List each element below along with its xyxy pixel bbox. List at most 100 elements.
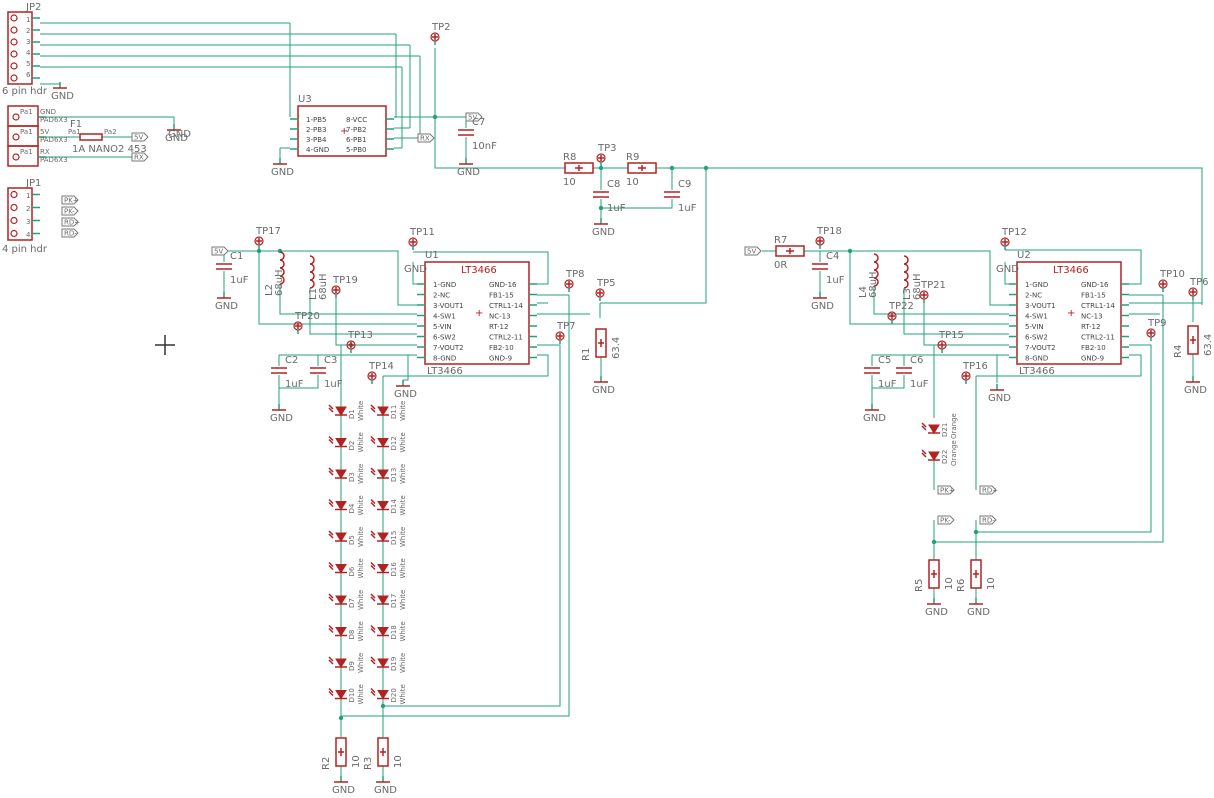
ic-pin-label: FB2-10 bbox=[489, 344, 514, 352]
led-triangle bbox=[377, 469, 389, 479]
ic-pin-label: FB2-10 bbox=[1081, 344, 1106, 352]
wire bbox=[412, 262, 417, 285]
ic-pin-label: 1-PB5 bbox=[306, 116, 326, 124]
capacitor-value: 1uF bbox=[878, 379, 897, 390]
led-arrow bbox=[370, 501, 376, 508]
led-name: D12 bbox=[390, 436, 398, 450]
ic-pin-label: 5-VIN bbox=[433, 323, 452, 331]
led-arrow bbox=[328, 596, 334, 602]
capacitor-value: 1uF bbox=[324, 379, 343, 390]
inductor-coil bbox=[309, 279, 315, 289]
wire bbox=[1005, 249, 1142, 285]
jp1-footprint: 4 pin hdr bbox=[2, 244, 48, 255]
led-value: White bbox=[399, 464, 407, 484]
wire bbox=[976, 344, 1152, 533]
ic-pin-label: 8-GND bbox=[1025, 355, 1048, 363]
resistor-body bbox=[595, 328, 607, 358]
led-triangle bbox=[377, 627, 389, 637]
led-name: D5 bbox=[348, 535, 356, 545]
ic-pin-label: CTRL1-14 bbox=[489, 302, 523, 310]
net-flag-label: PK- bbox=[940, 517, 951, 525]
led-name: D20 bbox=[390, 688, 398, 702]
ic-pin-label: RT-12 bbox=[489, 323, 508, 331]
led-name: D3 bbox=[348, 472, 356, 482]
led-arrow bbox=[921, 422, 927, 428]
led-value: White bbox=[399, 495, 407, 515]
led-value: White bbox=[357, 558, 365, 578]
led-arrow bbox=[328, 470, 334, 476]
led-value: Orange bbox=[950, 440, 958, 466]
led-arrow bbox=[370, 627, 376, 634]
capacitor-name: C8 bbox=[607, 179, 620, 190]
wire bbox=[600, 199, 673, 209]
net-flag-rd-minus bbox=[61, 228, 79, 238]
ic-pin-label: 5-VIN bbox=[1025, 323, 1044, 331]
gnd-label: GND bbox=[215, 301, 238, 312]
net-flag-5v-u1 bbox=[211, 246, 229, 256]
jp2-pin-num: 4 bbox=[26, 49, 31, 57]
resistor-body bbox=[970, 559, 982, 589]
header-pin bbox=[10, 74, 18, 82]
capacitor-value: 1uF bbox=[607, 203, 626, 214]
capacitor-value: 1uF bbox=[678, 203, 697, 214]
led-arrow bbox=[370, 470, 376, 476]
resistor-value: 63.4 bbox=[1203, 334, 1214, 356]
resistor-value: 10 bbox=[986, 577, 997, 590]
led-arrow bbox=[328, 501, 334, 508]
jp2-pin-num: 6 bbox=[26, 71, 31, 79]
led-arrow bbox=[370, 564, 376, 571]
led-arrow bbox=[328, 624, 334, 631]
led-arrow bbox=[370, 690, 376, 697]
led-triangle bbox=[335, 406, 347, 416]
resistor-body bbox=[627, 162, 657, 174]
inductor-name: L3 bbox=[902, 288, 913, 300]
header-body bbox=[7, 187, 33, 241]
led-name: D15 bbox=[390, 531, 398, 545]
led-name: D9 bbox=[348, 661, 356, 671]
resistor-value: 10 bbox=[944, 577, 955, 590]
net-flag-label: PK- bbox=[64, 208, 75, 216]
pad-ref: Pa1 bbox=[20, 108, 33, 116]
led-arrow bbox=[328, 593, 334, 599]
led-name: D1 bbox=[348, 409, 356, 419]
jp1-pin-num: 1 bbox=[26, 192, 30, 200]
capacitor-value: 1uF bbox=[230, 275, 249, 286]
led-arrow bbox=[370, 404, 376, 410]
ic-pin-label: 1-GND bbox=[1025, 281, 1048, 289]
led-arrow bbox=[328, 561, 334, 568]
gnd-label: GND bbox=[1184, 385, 1207, 396]
ic-center-mark: + bbox=[1067, 308, 1075, 319]
ic-pin-label: NC-13 bbox=[1081, 313, 1103, 321]
net-flag-label: 5V bbox=[134, 134, 143, 142]
ic-pin-label: NC-13 bbox=[489, 313, 511, 321]
led-triangle bbox=[377, 564, 389, 574]
net-flag-label: 5V bbox=[214, 248, 223, 256]
pad-gnd-label: GND bbox=[168, 129, 191, 140]
inductor-value: 68uH bbox=[868, 271, 879, 298]
resistor-name: R1 bbox=[581, 348, 592, 361]
inductor-coil bbox=[873, 253, 879, 263]
header-pin bbox=[10, 14, 18, 22]
led-value: White bbox=[357, 432, 365, 452]
led-arrow bbox=[328, 404, 334, 410]
header-pin bbox=[10, 229, 18, 238]
jp1-pin-num: 4 bbox=[26, 231, 31, 239]
resistor-value: 10 bbox=[351, 755, 362, 768]
led-value: White bbox=[357, 590, 365, 610]
ic-pin-label: 7-VOUT2 bbox=[433, 344, 464, 352]
header-body bbox=[7, 11, 33, 85]
led-name: D4 bbox=[348, 503, 356, 513]
net-flag-5v-u2 bbox=[744, 246, 762, 256]
ic-pin-label: 7-VOUT2 bbox=[1025, 344, 1056, 352]
wire bbox=[258, 251, 417, 325]
net-flag-5v-fuse bbox=[131, 132, 149, 142]
gnd-label: GND bbox=[374, 785, 397, 796]
led-value: White bbox=[399, 653, 407, 673]
led-value: White bbox=[357, 464, 365, 484]
inductor-coil bbox=[309, 271, 315, 281]
led-arrow bbox=[370, 624, 376, 631]
led-arrow bbox=[370, 593, 376, 599]
led-name: D22 bbox=[941, 450, 949, 464]
ic-body bbox=[424, 261, 530, 365]
led-name: D19 bbox=[390, 657, 398, 671]
